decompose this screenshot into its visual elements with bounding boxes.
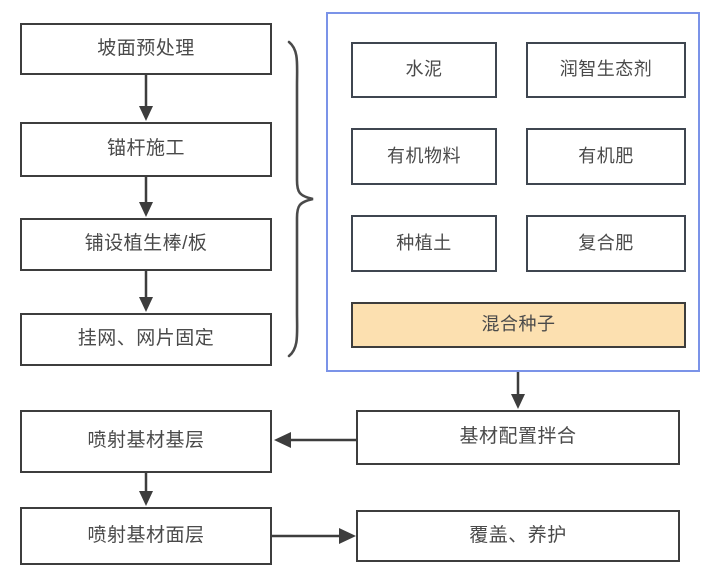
process-box-cover-maintenance[interactable]: 覆盖、养护: [356, 510, 680, 562]
process-box-lay-planting-rod[interactable]: 铺设植生棒/板: [20, 218, 272, 271]
process-box-substrate-mixing[interactable]: 基材配置拌合: [356, 410, 680, 465]
material-box-organic-material[interactable]: 有机物料: [351, 128, 497, 185]
arrow-panel-to-mixing: [508, 372, 528, 410]
material-box-cement[interactable]: 水泥: [351, 42, 497, 98]
material-box-runzhi-eco-agent[interactable]: 润智生态剂: [526, 42, 686, 98]
material-box-organic-fertilizer[interactable]: 有机肥: [526, 128, 686, 185]
material-box-planting-soil[interactable]: 种植土: [351, 215, 497, 272]
process-box-spray-base-layer[interactable]: 喷射基材基层: [20, 410, 272, 473]
process-box-anchor-construction[interactable]: 锚杆施工: [20, 122, 272, 177]
arrow-step1-to-step2: [136, 75, 156, 122]
arrow-step2-to-step3: [136, 177, 156, 218]
arrow-mixing-to-base-layer: [272, 430, 358, 450]
arrow-step3-to-step4: [136, 271, 156, 313]
curly-brace-grouping: [283, 40, 321, 358]
material-box-seed-mix[interactable]: 混合种子: [351, 302, 686, 348]
process-box-spray-surface-layer[interactable]: 喷射基材面层: [20, 507, 272, 565]
process-box-hang-net-fixing[interactable]: 挂网、网片固定: [20, 313, 272, 366]
material-box-compound-fertilizer[interactable]: 复合肥: [526, 215, 686, 272]
process-box-slope-pretreatment[interactable]: 坡面预处理: [20, 23, 272, 75]
arrow-surface-layer-to-cover: [272, 526, 358, 546]
arrow-base-layer-to-surface-layer: [136, 473, 156, 507]
